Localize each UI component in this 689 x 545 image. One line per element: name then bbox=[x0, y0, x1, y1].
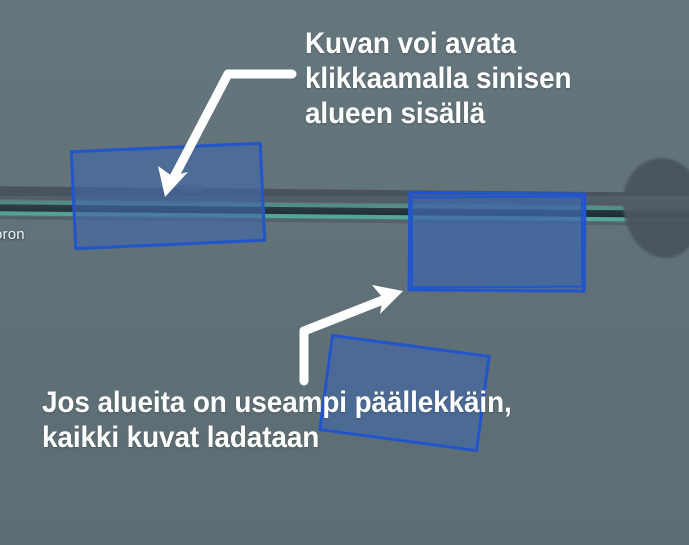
callout-text-top: Kuvan voi avata klikkaamalla sinisen alu… bbox=[305, 27, 572, 131]
map-place-label: oron bbox=[0, 226, 25, 243]
selection-area-3-overlapping[interactable] bbox=[410, 195, 584, 289]
selection-area-1[interactable] bbox=[69, 141, 267, 251]
callout-text-bottom: Jos alueita on useampi päällekkäin, kaik… bbox=[42, 386, 512, 455]
